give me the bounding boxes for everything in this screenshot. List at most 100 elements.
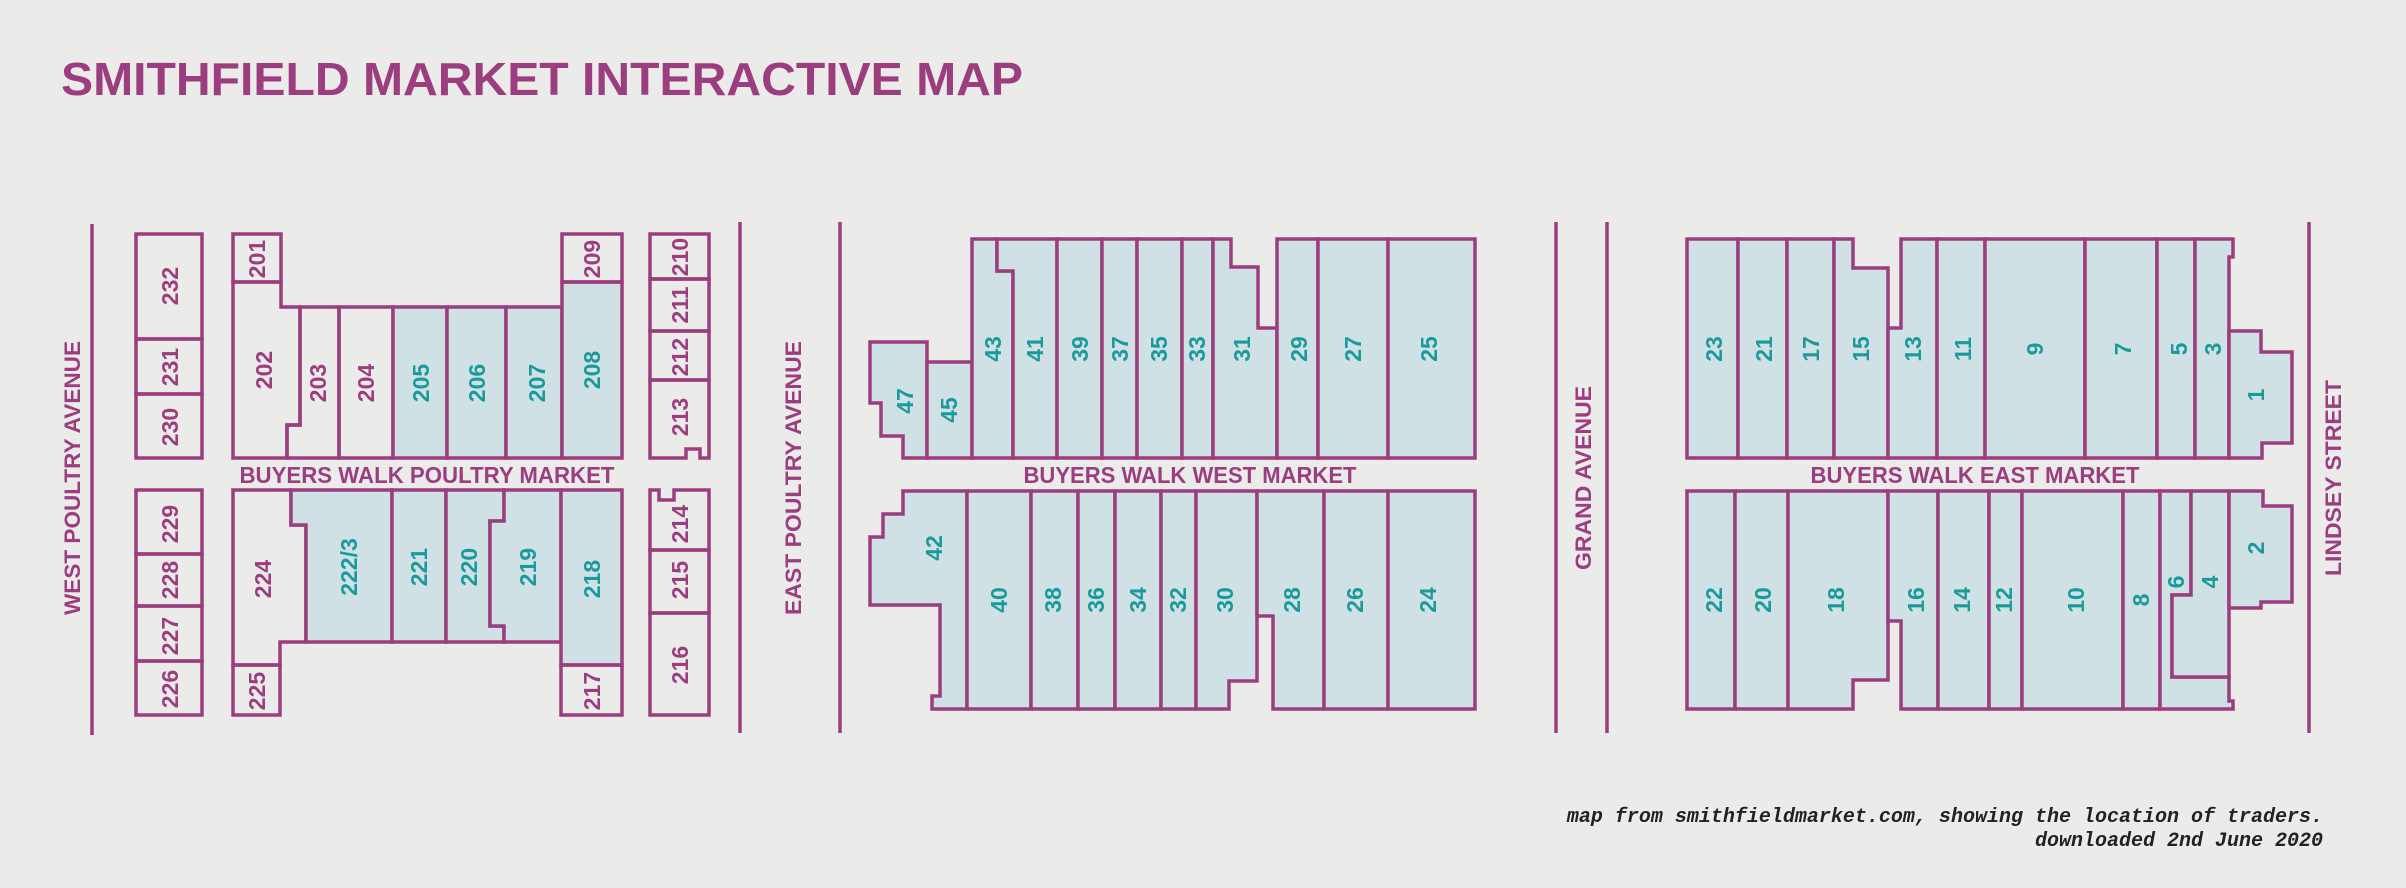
stall-number: 9 — [2022, 343, 2048, 356]
stall-number: 6 — [2163, 576, 2189, 589]
stall-number: 230 — [157, 408, 183, 446]
stall-225[interactable] — [231, 663, 282, 717]
stall-number: 232 — [157, 267, 183, 305]
stall-226[interactable] — [134, 659, 204, 717]
stall-number: 16 — [1903, 587, 1929, 613]
stall-number: 208 — [579, 351, 605, 390]
stall-number: 227 — [157, 617, 183, 655]
stall-number: 34 — [1125, 587, 1151, 613]
stall-number: 1 — [2243, 388, 2269, 401]
stall-number: 41 — [1022, 336, 1048, 362]
stall-number: 33 — [1184, 336, 1210, 362]
stall-213[interactable] — [648, 378, 711, 460]
stall-31[interactable] — [1211, 237, 1279, 460]
stall-number: 226 — [157, 670, 183, 708]
stall-number: 20 — [1750, 587, 1776, 613]
stall-number: 209 — [579, 240, 605, 278]
stall-217[interactable] — [559, 663, 624, 717]
stall-3[interactable] — [2193, 237, 2235, 460]
stall-number: 17 — [1798, 336, 1824, 362]
stall-number: 31 — [1229, 336, 1255, 362]
stall-number: 218 — [579, 560, 605, 599]
stall-number: 11 — [1950, 337, 1976, 362]
stall-number: 220 — [456, 548, 482, 586]
stall-number: 5 — [2166, 342, 2192, 355]
stall-number: 7 — [2110, 343, 2136, 356]
stall-number: 27 — [1340, 336, 1366, 362]
stall-number: 47 — [892, 388, 918, 414]
stall-number: 8 — [2128, 593, 2154, 606]
stall-number: 23 — [1701, 336, 1727, 362]
stall-number: 45 — [936, 397, 962, 423]
stall-number: 24 — [1415, 587, 1441, 613]
page-title: SMITHFIELD MARKET INTERACTIVE MAP — [61, 53, 1023, 105]
stall-number: 222/3 — [336, 538, 362, 596]
stall-number: 213 — [667, 398, 693, 436]
stall-number: 229 — [157, 505, 183, 543]
stall-number: 43 — [980, 336, 1006, 362]
stall-number: 224 — [250, 560, 276, 599]
footer-date: downloaded 2nd June 2020 — [2035, 830, 2323, 853]
stall-number: 210 — [667, 238, 693, 276]
stall-number: 30 — [1212, 587, 1238, 613]
stall-number: 2 — [2243, 542, 2269, 555]
stall-number: 217 — [579, 672, 605, 710]
stall-number: 204 — [353, 364, 379, 403]
stall-number: 202 — [251, 351, 277, 389]
stall-number: 231 — [157, 348, 183, 387]
stall-number: 228 — [157, 561, 183, 600]
stall-number: 14 — [1949, 587, 1975, 613]
stall-number: 18 — [1823, 587, 1849, 613]
street-label-east-poultry: EAST POULTRY AVENUE — [781, 341, 806, 615]
stall-number: 38 — [1040, 587, 1066, 613]
stall-number: 12 — [1991, 587, 2017, 613]
stall-216[interactable] — [648, 611, 711, 717]
stall-number: 225 — [244, 672, 270, 711]
stall-number: 207 — [524, 364, 550, 402]
stall-24[interactable] — [1386, 489, 1477, 711]
stall-number: 15 — [1848, 336, 1874, 362]
stall-25[interactable] — [1386, 237, 1477, 460]
stall-number: 25 — [1416, 336, 1442, 362]
stall-number: 203 — [305, 364, 331, 402]
stall-number: 40 — [986, 587, 1012, 613]
stall-number: 36 — [1083, 587, 1109, 613]
stall-number: 35 — [1146, 336, 1172, 362]
walk-label-east: BUYERS WALK EAST MARKET — [1811, 462, 2140, 488]
stall-number: 10 — [2063, 587, 2089, 613]
street-label-west-poultry: WEST POULTRY AVENUE — [60, 341, 85, 615]
stall-number: 3 — [2200, 343, 2226, 356]
stall-number: 214 — [667, 505, 693, 544]
stall-1[interactable] — [2227, 329, 2294, 460]
stall-42[interactable] — [868, 489, 969, 711]
stall-number: 28 — [1279, 587, 1305, 613]
stall-number: 211 — [667, 286, 693, 323]
stall-number: 21 — [1751, 336, 1777, 362]
stall-number: 22 — [1701, 587, 1727, 613]
stall-number: 215 — [667, 561, 693, 600]
stall-2[interactable] — [2227, 489, 2294, 610]
stall-number: 212 — [667, 338, 693, 376]
stall-number: 26 — [1342, 587, 1368, 613]
street-label-grand: GRAND AVENUE — [1571, 386, 1596, 570]
walk-label-poultry: BUYERS WALK POULTRY MARKET — [240, 462, 615, 488]
stall-number: 221 — [406, 548, 432, 587]
stall-number: 32 — [1165, 587, 1191, 613]
stall-number: 13 — [1900, 336, 1926, 362]
walk-label-west: BUYERS WALK WEST MARKET — [1024, 462, 1357, 488]
stall-number: 4 — [2197, 575, 2223, 588]
stall-number: 42 — [921, 535, 947, 561]
stall-number: 37 — [1107, 336, 1133, 362]
stall-number: 201 — [244, 240, 270, 279]
stall-number: 216 — [667, 646, 693, 684]
stall-number: 219 — [515, 548, 541, 586]
stall-15[interactable] — [1832, 237, 1890, 460]
stall-number: 39 — [1067, 336, 1093, 362]
stall-209[interactable] — [560, 232, 624, 284]
stall-number: 205 — [408, 364, 434, 403]
street-label-lindsey: LINDSEY STREET — [2321, 379, 2346, 576]
stall-230[interactable] — [134, 392, 204, 460]
stall-number: 206 — [464, 364, 490, 402]
